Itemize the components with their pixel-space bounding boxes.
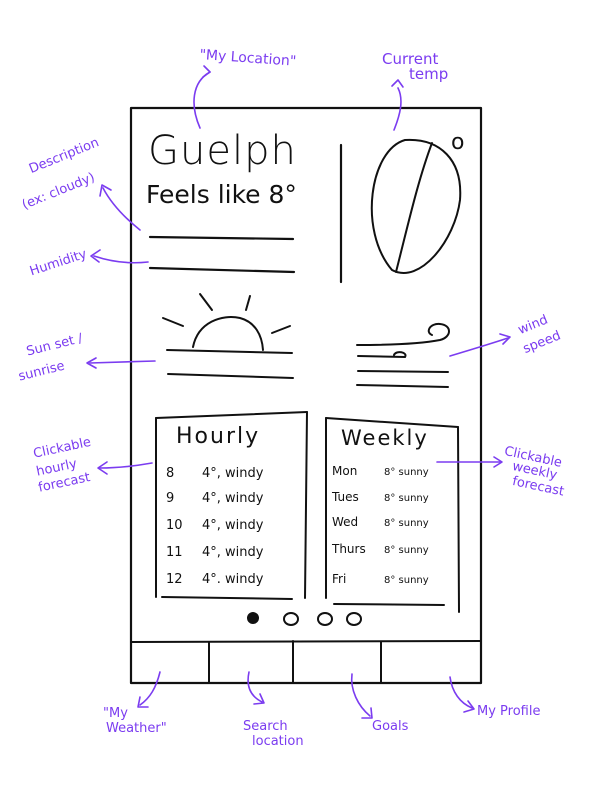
weekly-forecast: 8° sunny <box>384 493 429 504</box>
annotation-current-temp-2: temp <box>409 65 449 83</box>
hourly-time: 11 <box>166 545 183 560</box>
temperature-gauge-icon <box>370 138 462 274</box>
hourly-time: 10 <box>166 518 183 533</box>
nav-my-weather[interactable] <box>131 642 209 682</box>
annotation-current-temp-1: Current <box>382 50 439 68</box>
weekly-title: Weekly <box>341 426 429 450</box>
hourly-row[interactable]: 8 4°, windy <box>166 466 263 481</box>
weekly-forecast: 8° sunny <box>384 518 429 529</box>
nav-my-profile[interactable] <box>381 642 481 682</box>
weekly-day: Tues <box>332 490 359 504</box>
phone-frame <box>129 106 483 685</box>
hourly-row[interactable]: 10 4°, windy <box>166 518 263 533</box>
nav-goals[interactable] <box>293 642 381 682</box>
weekly-row[interactable]: Mon 8° sunny <box>332 464 429 478</box>
annotation-search-2: location <box>252 734 304 749</box>
weekly-row[interactable]: Tues 8° sunny <box>332 490 429 504</box>
weekly-row[interactable]: Thurs 8° sunny <box>332 542 429 556</box>
annotation-my-profile: My Profile <box>477 704 541 719</box>
page-dot[interactable] <box>283 612 299 626</box>
city-name: Guelph <box>148 128 297 174</box>
sunrise-sunset-widget[interactable] <box>155 288 300 383</box>
temp-unit-symbol: o <box>451 130 465 155</box>
page-dot[interactable] <box>317 612 333 626</box>
arrow-icon <box>86 65 511 719</box>
hourly-row[interactable]: 9 4°, windy <box>166 491 263 506</box>
hourly-forecast: 4°. windy <box>202 572 264 587</box>
sun-icon <box>162 293 294 379</box>
annotation-goals: Goals <box>372 719 409 734</box>
weekly-row[interactable]: Fri 8° sunny <box>332 572 429 586</box>
hourly-title: Hourly <box>176 424 261 449</box>
weekly-forecast: 8° sunny <box>384 545 429 556</box>
current-temp-widget[interactable] <box>355 130 470 280</box>
hourly-row[interactable]: 11 4°, windy <box>166 545 263 560</box>
hourly-forecast: 4°, windy <box>202 545 264 560</box>
annotation-my-weather-2: Weather" <box>106 721 167 736</box>
page-dot[interactable] <box>346 612 362 626</box>
wind-speed-widget[interactable] <box>350 318 455 393</box>
weekly-row[interactable]: Wed 8° sunny <box>332 515 429 529</box>
page-dot[interactable] <box>247 612 259 624</box>
annotation-search-1: Search <box>243 719 288 734</box>
hourly-time: 9 <box>166 491 175 506</box>
nav-search-location[interactable] <box>209 642 293 682</box>
weekly-day: Mon <box>332 464 358 478</box>
hourly-row[interactable]: 12 4°. windy <box>166 572 263 587</box>
hourly-forecast: 4°, windy <box>202 518 264 533</box>
description-line <box>148 235 295 241</box>
annotation-my-weather-1: "My <box>103 706 128 721</box>
weekly-forecast: 8° sunny <box>384 575 429 586</box>
weekly-day: Fri <box>332 572 347 586</box>
humidity-line <box>148 266 296 274</box>
weekly-forecast: 8° sunny <box>384 467 429 478</box>
hourly-forecast: 4°, windy <box>202 466 264 481</box>
wind-icon <box>356 322 450 388</box>
weekly-day: Thurs <box>332 542 366 556</box>
feels-like-text: Feels like 8° <box>146 180 297 209</box>
hourly-time: 8 <box>166 466 175 481</box>
hourly-time: 12 <box>166 572 183 587</box>
hourly-forecast: 4°, windy <box>202 491 264 506</box>
weekly-day: Wed <box>332 515 359 529</box>
